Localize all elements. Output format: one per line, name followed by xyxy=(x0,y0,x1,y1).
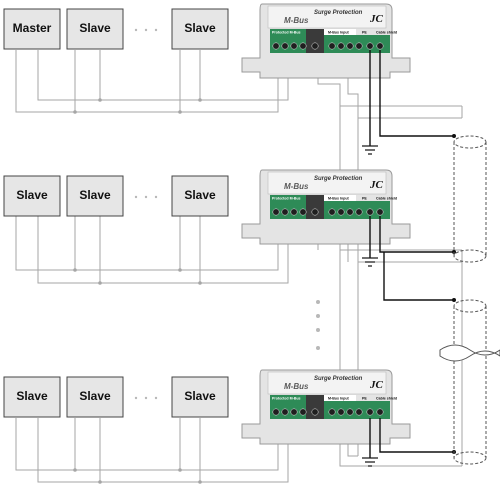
section-1-bus-wiring xyxy=(15,50,462,119)
device-logo: JC xyxy=(369,379,384,391)
ellipsis xyxy=(134,396,158,400)
slave-label: Slave xyxy=(16,188,48,202)
vertical-ellipsis xyxy=(316,300,320,350)
device-logo: JC xyxy=(369,13,384,25)
slave-box: Slave xyxy=(171,376,229,418)
pe-label: PE xyxy=(362,397,367,401)
cable-shield-label: Cable shield xyxy=(376,31,397,35)
surge-protector-device: M-Bus Surge Protection JC Protected M-Bu… xyxy=(241,3,411,79)
master-label: Master xyxy=(13,21,52,35)
slave-box: Slave xyxy=(171,175,229,217)
device-brand: M-Bus xyxy=(284,382,309,391)
slave-label: Slave xyxy=(184,21,216,35)
master-box: Master xyxy=(3,8,61,50)
section-1: Master Slave Slave M-Bus Surge Protectio… xyxy=(3,3,462,155)
slave-box: Slave xyxy=(66,175,124,217)
input-label: M-Bus Input xyxy=(328,197,350,201)
slave-label: Slave xyxy=(79,188,111,202)
input-label: M-Bus Input xyxy=(328,31,350,35)
slave-box: Slave xyxy=(66,8,124,50)
pe-label: PE xyxy=(362,197,367,201)
slave-box: Slave xyxy=(171,8,229,50)
device-brand: M-Bus xyxy=(284,16,309,25)
ground-symbol xyxy=(362,457,378,467)
section-1-earthing xyxy=(362,50,456,155)
cable-shield-label: Cable shield xyxy=(376,397,397,401)
pe-label: PE xyxy=(362,31,367,35)
input-label: M-Bus Input xyxy=(328,397,350,401)
protected-bus-label: Protected M-Bus xyxy=(272,31,301,35)
slave-label: Slave xyxy=(16,389,48,403)
ellipsis xyxy=(134,195,158,199)
cable-shield-label: Cable shield xyxy=(376,197,397,201)
slave-label: Slave xyxy=(184,389,216,403)
device-logo: JC xyxy=(369,179,384,191)
device-title: Surge Protection xyxy=(314,10,363,16)
protected-bus-label: Protected M-Bus xyxy=(272,197,301,201)
slave-box: Slave xyxy=(3,175,61,217)
cable-break-mark xyxy=(439,344,500,362)
ellipsis xyxy=(134,28,158,32)
surge-protector-device: M-Bus Surge Protection JC Protected M-Bu… xyxy=(241,169,411,245)
device-title: Surge Protection xyxy=(314,376,363,382)
device-brand: M-Bus xyxy=(284,182,309,191)
section-3-earthing xyxy=(362,418,456,467)
section-3-bus-wiring xyxy=(15,250,463,484)
section-3: Slave Slave Slave M-Bus Surge Protection… xyxy=(3,250,463,484)
ground-symbol xyxy=(362,145,378,155)
protected-bus-label: Protected M-Bus xyxy=(272,397,301,401)
device-title: Surge Protection xyxy=(314,176,363,182)
surge-protector-device: M-Bus Surge Protection JC Protected M-Bu… xyxy=(241,369,411,445)
section-2: Slave Slave Slave M-Bus Surge Protection… xyxy=(3,106,463,302)
slave-label: Slave xyxy=(79,389,111,403)
shielded-cable xyxy=(439,135,500,465)
slave-box: Slave xyxy=(66,376,124,418)
slave-label: Slave xyxy=(79,21,111,35)
ground-symbol xyxy=(362,257,378,267)
section-2-earthing xyxy=(362,216,456,302)
slave-box: Slave xyxy=(3,376,61,418)
slave-label: Slave xyxy=(184,188,216,202)
